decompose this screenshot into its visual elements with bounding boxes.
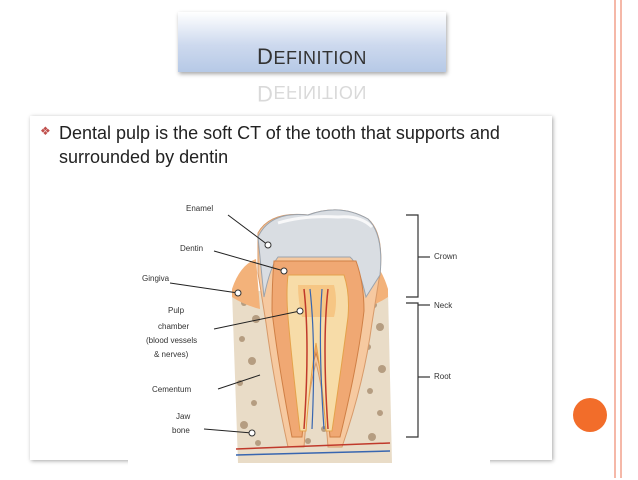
label-pulp-1: Pulp [168, 306, 185, 315]
title-rest: EFINITION [273, 48, 367, 68]
label-pulp-4: & nerves) [154, 350, 189, 359]
label-cementum: Cementum [152, 385, 191, 394]
label-dentin: Dentin [180, 244, 203, 253]
label-neck: Neck [434, 301, 453, 310]
label-gingiva: Gingiva [142, 274, 170, 283]
title-box: DEFINITION [178, 12, 446, 72]
label-root: Root [434, 372, 452, 381]
blood-vessel-blue [309, 288, 325, 430]
label-pulp-3: (blood vessels [146, 336, 197, 345]
diamond-bullet-icon: ❖ [40, 124, 51, 138]
gingiva-left [232, 259, 260, 309]
reflection-rest: EFINITION [273, 82, 367, 102]
label-pulp-2: chamber [158, 322, 189, 331]
reflection-first-letter: D [257, 81, 274, 106]
root-bracket [406, 302, 419, 438]
leader-lines [169, 214, 301, 434]
title-first-letter: D [257, 44, 274, 69]
bullet-text: Dental pulp is the soft CT of the tooth … [59, 123, 500, 167]
blood-vessel-red [303, 288, 329, 430]
tooth-diagram: Enamel Dentin Gingiva Pulp chamber (bloo… [128, 193, 490, 475]
tooth-svg: Enamel Dentin Gingiva Pulp chamber (bloo… [128, 193, 490, 475]
title-reflection: DEFINITION [178, 74, 446, 108]
label-enamel: Enamel [186, 204, 213, 213]
label-jaw-1: Jaw [176, 412, 190, 421]
slide-title: DEFINITION [178, 44, 446, 70]
enamel-shape [257, 209, 382, 299]
right-border-line-2 [620, 0, 622, 478]
right-border-line [614, 0, 616, 478]
crown-bracket [406, 214, 419, 298]
orange-circle-decoration [573, 398, 607, 432]
label-markers [234, 241, 304, 437]
label-jaw-2: bone [172, 426, 190, 435]
label-crown: Crown [434, 252, 457, 261]
